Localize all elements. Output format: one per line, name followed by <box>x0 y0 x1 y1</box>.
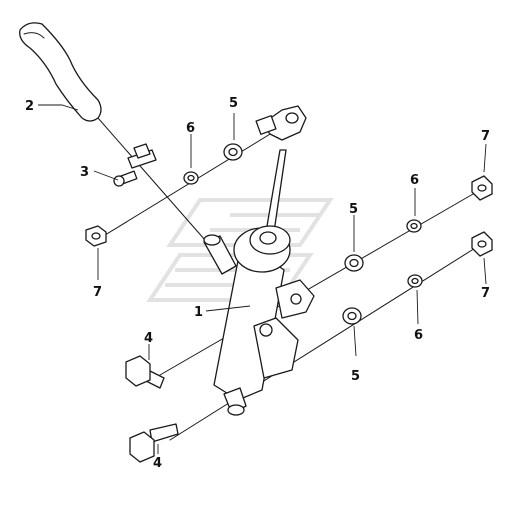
assembly-axis-lines <box>91 117 481 441</box>
washer-5-bottom <box>342 307 362 325</box>
callout-4-top: 4 <box>144 331 153 346</box>
callout-1: 1 <box>194 305 203 320</box>
clip <box>113 143 157 187</box>
bolt-4-bottom <box>129 423 179 463</box>
callout-7-left: 7 <box>93 285 102 300</box>
washer-5-top <box>223 143 243 161</box>
clutch-cylinder <box>203 105 315 416</box>
nut-7-left <box>85 225 107 247</box>
callout-labels: 2 3 6 5 7 7 6 5 1 7 6 5 4 4 <box>25 96 490 471</box>
axis-line-top-bolt <box>159 189 481 376</box>
hose <box>19 22 102 122</box>
bolt-4-top <box>125 355 165 389</box>
callout-5-mid: 5 <box>349 202 358 217</box>
callout-6-right-bottom: 6 <box>414 328 423 343</box>
callout-6-top: 6 <box>186 121 195 136</box>
callout-3: 3 <box>80 165 89 180</box>
callout-4-bottom: 4 <box>153 456 162 471</box>
callout-6-right-top: 6 <box>410 173 419 188</box>
axis-line-bottom-bolt <box>169 244 481 441</box>
callout-5-bottom: 5 <box>351 369 360 384</box>
callout-7-right-top: 7 <box>481 129 490 144</box>
washer-5-mid <box>344 254 364 272</box>
callout-2: 2 <box>25 99 34 114</box>
nut-7-right-bottom <box>471 231 493 257</box>
callout-5-top: 5 <box>229 96 238 111</box>
axis-line-hose <box>97 117 213 249</box>
callout-7-right-bottom: 7 <box>481 286 490 301</box>
washer-6-top <box>183 171 199 185</box>
axis-line-upper-pin <box>91 127 281 244</box>
washer-6-right-top <box>406 219 422 233</box>
leader-lines <box>38 104 487 454</box>
nut-7-right-top <box>471 175 493 201</box>
washer-6-right-bottom <box>407 274 423 288</box>
